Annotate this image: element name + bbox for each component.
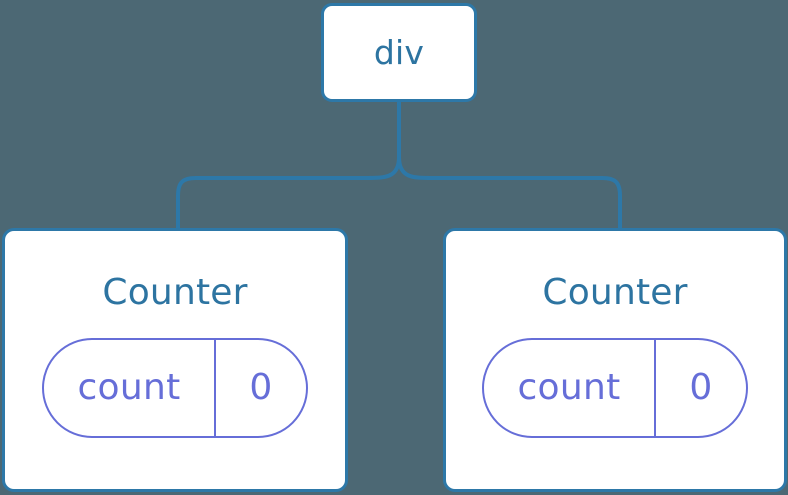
node-counter-left-label: Counter: [102, 272, 248, 313]
state-pill-right[interactable]: count 0: [482, 338, 748, 438]
state-key-right-text: count: [517, 367, 621, 408]
state-value-right: 0: [656, 340, 746, 436]
state-key-left: count: [44, 340, 216, 436]
node-counter-right-label: Counter: [542, 272, 688, 313]
state-pill-left[interactable]: count 0: [42, 338, 308, 438]
connector-branch-right: [397, 156, 622, 228]
state-key-right: count: [484, 340, 656, 436]
node-counter-right[interactable]: Counter count 0: [443, 228, 787, 492]
state-value-left: 0: [216, 340, 306, 436]
node-div[interactable]: div: [321, 3, 477, 102]
state-key-left-text: count: [77, 367, 181, 408]
node-div-label: div: [373, 33, 425, 72]
state-value-left-text: 0: [249, 367, 273, 408]
node-counter-left[interactable]: Counter count 0: [2, 228, 348, 492]
connector-branch-left: [176, 156, 401, 228]
state-value-right-text: 0: [689, 367, 713, 408]
